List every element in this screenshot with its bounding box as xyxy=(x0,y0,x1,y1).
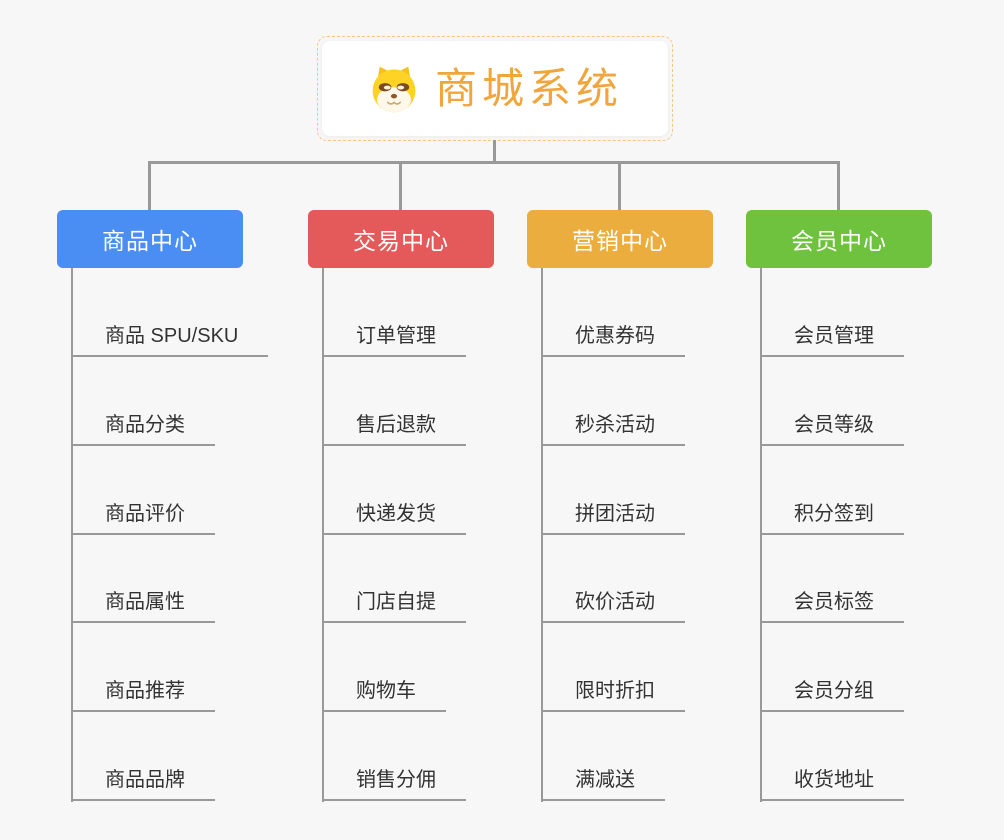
leaf-node[interactable]: 会员等级 xyxy=(760,412,904,446)
leaf-node[interactable]: 收货地址 xyxy=(760,767,904,801)
connector-drop-trade xyxy=(399,161,402,210)
leaf-node[interactable]: 满减送 xyxy=(541,767,665,801)
root-node[interactable]: 商城系统 xyxy=(317,36,673,141)
leaf-node[interactable]: 商品属性 xyxy=(71,589,215,623)
leaf-node[interactable]: 快递发货 xyxy=(322,501,466,535)
leaf-node[interactable]: 拼团活动 xyxy=(541,501,685,535)
branch-header-member-center[interactable]: 会员中心 xyxy=(746,210,932,268)
leaf-node[interactable]: 商品 SPU/SKU xyxy=(71,323,269,357)
leaf-node[interactable]: 砍价活动 xyxy=(541,589,685,623)
connector-drop-marketing xyxy=(618,161,621,210)
leaf-node[interactable]: 商品分类 xyxy=(71,412,215,446)
branch-trunk-member xyxy=(760,268,762,802)
leaf-node[interactable]: 优惠券码 xyxy=(541,323,685,357)
branch-trunk-product xyxy=(71,268,73,802)
connector-root-stub xyxy=(493,140,496,162)
branch-header-trade-center[interactable]: 交易中心 xyxy=(308,210,494,268)
leaf-node[interactable]: 会员标签 xyxy=(760,589,904,623)
leaf-node[interactable]: 销售分佣 xyxy=(322,767,466,801)
connector-drop-member xyxy=(837,161,840,210)
branch-header-product-center[interactable]: 商品中心 xyxy=(57,210,243,268)
leaf-node[interactable]: 会员管理 xyxy=(760,323,904,357)
leaf-node[interactable]: 商品推荐 xyxy=(71,678,215,712)
leaf-node[interactable]: 售后退款 xyxy=(322,412,466,446)
leaf-node[interactable]: 商品评价 xyxy=(71,501,215,535)
connector-drop-product xyxy=(148,161,151,210)
leaf-node[interactable]: 限时折扣 xyxy=(541,678,685,712)
leaf-node[interactable]: 门店自提 xyxy=(322,589,466,623)
leaf-node[interactable]: 订单管理 xyxy=(322,323,466,357)
dog-face-icon xyxy=(367,64,421,114)
root-title: 商城系统 xyxy=(434,64,623,112)
root-node-body: 商城系统 xyxy=(322,41,668,136)
connector-horizontal-bar xyxy=(148,161,840,164)
leaf-node[interactable]: 购物车 xyxy=(322,678,446,712)
leaf-node[interactable]: 商品品牌 xyxy=(71,767,215,801)
branch-trunk-trade xyxy=(322,268,324,802)
branch-header-marketing-center[interactable]: 营销中心 xyxy=(527,210,713,268)
leaf-node[interactable]: 积分签到 xyxy=(760,501,904,535)
leaf-node[interactable]: 秒杀活动 xyxy=(541,412,685,446)
leaf-node[interactable]: 会员分组 xyxy=(760,678,904,712)
branch-trunk-marketing xyxy=(541,268,543,802)
